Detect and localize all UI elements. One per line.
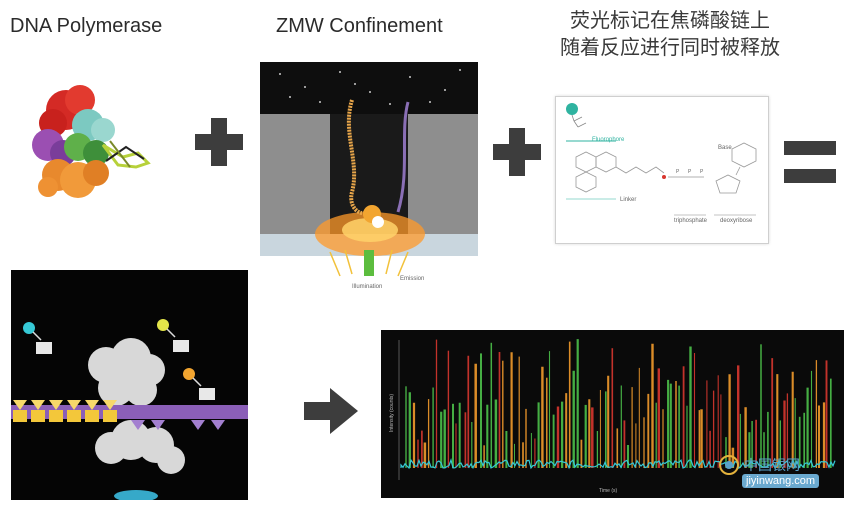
emission-label: Emission: [400, 276, 425, 282]
fluorophore-label: Fluorophore: [592, 137, 625, 143]
plus-operator-2: [493, 128, 541, 176]
base-label: Base: [718, 145, 732, 151]
watermark-site-name: 中国银网: [744, 457, 800, 473]
polymerase-cloud: [88, 338, 185, 474]
linker-label: Linker: [620, 197, 637, 203]
equals-operator: [784, 141, 836, 183]
fluor-title-line2: 随着反应进行同时被释放: [560, 37, 780, 59]
polymerase-protein-illustration: [32, 85, 151, 198]
labeled-nucleotide-orange: [183, 368, 215, 400]
labeled-nucleotide-yellow: [157, 319, 189, 352]
sequencing-reaction-panel: [11, 270, 248, 500]
watermark-url: jiyinwang.com: [742, 474, 820, 488]
nucleotide-chemistry-panel: P P P Fluorophore Linker Base triphospha…: [555, 96, 769, 244]
trace-ylabel: Intensity (counts): [389, 393, 396, 433]
plus-operator-1: [195, 118, 243, 166]
polymerase-title: DNA Polymerase: [10, 15, 163, 37]
fluor-title: 荧光标记在焦磷酸链上 随着反应进行同时被释放: [555, 8, 785, 62]
watermark-logo-icon: [719, 455, 739, 475]
trace-baseline: [400, 457, 836, 470]
illumination-arrows: [329, 249, 409, 277]
svg-text:P: P: [700, 169, 704, 175]
triphosphate-label: triphosphate: [674, 218, 708, 224]
chemical-structure: P P P: [566, 103, 757, 216]
fluorescence-trace-chart: [398, 339, 836, 480]
trace-xlabel: Time (s): [599, 488, 618, 494]
deoxyribose-label: deoxyribose: [720, 218, 753, 224]
arrow-operator: [304, 388, 358, 434]
svg-text:P: P: [676, 169, 680, 175]
zmw-illustration: [260, 69, 478, 256]
fluorescence-trace-panel: Time (s) Intensity (counts): [381, 330, 844, 498]
illumination-label: Illumination: [352, 284, 383, 290]
labeled-nucleotide-cyan: [23, 322, 52, 354]
fluor-title-line1: 荧光标记在焦磷酸链上: [570, 10, 770, 32]
svg-text:P: P: [688, 169, 692, 175]
sequencing-reaction-illustration: [11, 319, 248, 500]
zmw-title: ZMW Confinement: [276, 15, 443, 37]
zmw-panel: [260, 62, 478, 256]
